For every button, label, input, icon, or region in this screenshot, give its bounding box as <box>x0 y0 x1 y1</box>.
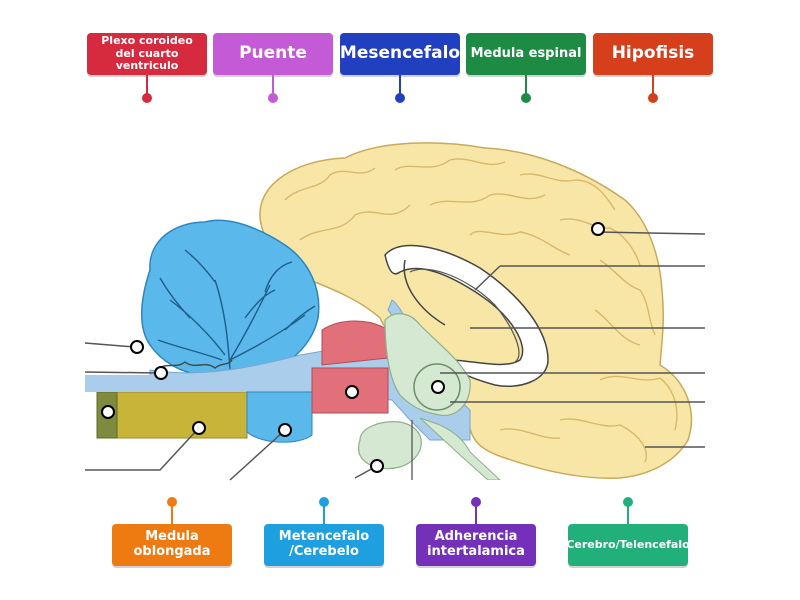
metencephalon-region <box>246 391 313 443</box>
tag-label: Plexo coroideo del cuarto ventriculo <box>101 34 193 73</box>
tag-label: Medula oblongada <box>133 529 211 559</box>
tag-puente[interactable]: Puente <box>213 33 333 75</box>
tag-pin <box>648 93 658 103</box>
pons-region <box>321 320 389 366</box>
target-dot-6[interactable] <box>345 385 359 399</box>
tag-pin <box>395 93 405 103</box>
tag-pin <box>319 497 329 507</box>
tag-plexo-coroideo[interactable]: Plexo coroideo del cuarto ventriculo <box>87 33 207 75</box>
tag-mesencefalo[interactable]: Mesencefalo <box>340 33 460 75</box>
tag-cerebro-telencefalo[interactable]: Cerebro/Telencefalo <box>566 524 690 566</box>
tag-hipofisis[interactable]: Hipofisis <box>593 33 713 75</box>
tag-pin <box>471 497 481 507</box>
leader-lines <box>84 231 706 481</box>
medulla-oblongata-region <box>114 391 248 439</box>
medulla-cap <box>85 375 250 392</box>
tag-label: Metencefalo /Cerebelo <box>278 529 370 559</box>
tag-pin <box>521 93 531 103</box>
tag-stem <box>171 505 173 525</box>
tag-stem <box>323 505 325 525</box>
target-dot-3[interactable] <box>101 405 115 419</box>
tag-pin <box>142 93 152 103</box>
tag-label: Puente <box>239 43 307 64</box>
target-dot-5[interactable] <box>278 423 292 437</box>
tag-medula-espinal[interactable]: Medula espinal <box>466 33 586 75</box>
tag-adherencia-intertalamica[interactable]: Adherencia intertalamica <box>416 524 536 566</box>
tag-label: Hipofisis <box>611 43 695 64</box>
cerebellum-folia <box>157 249 316 371</box>
tag-label: Adherencia intertalamica <box>427 529 525 559</box>
tag-label: Medula espinal <box>470 45 582 61</box>
tag-medula-oblongada[interactable]: Medula oblongada <box>112 524 232 566</box>
tag-stem <box>627 505 629 525</box>
target-dot-4[interactable] <box>192 421 206 435</box>
tag-stem <box>525 75 527 95</box>
tag-metencefalo-cerebelo[interactable]: Metencefalo /Cerebelo <box>264 524 384 566</box>
tag-stem <box>475 505 477 525</box>
cerebellum-region <box>141 219 320 379</box>
tag-stem <box>272 75 274 95</box>
tag-pin <box>167 497 177 507</box>
cerebrum-gyri <box>284 158 678 463</box>
target-dot-2[interactable] <box>154 366 168 380</box>
tag-stem <box>146 75 148 95</box>
tag-pin <box>268 93 278 103</box>
hypophysis-region <box>357 421 422 470</box>
target-dot-7[interactable] <box>370 459 384 473</box>
tag-label: Mesencefalo <box>339 43 461 64</box>
tag-stem <box>399 75 401 95</box>
target-dot-8[interactable] <box>431 380 445 394</box>
target-dot-1[interactable] <box>130 340 144 354</box>
tag-stem <box>652 75 654 95</box>
tag-pin <box>623 497 633 507</box>
tag-label: Cerebro/Telencefalo <box>566 537 690 551</box>
target-dot-9[interactable] <box>591 222 605 236</box>
